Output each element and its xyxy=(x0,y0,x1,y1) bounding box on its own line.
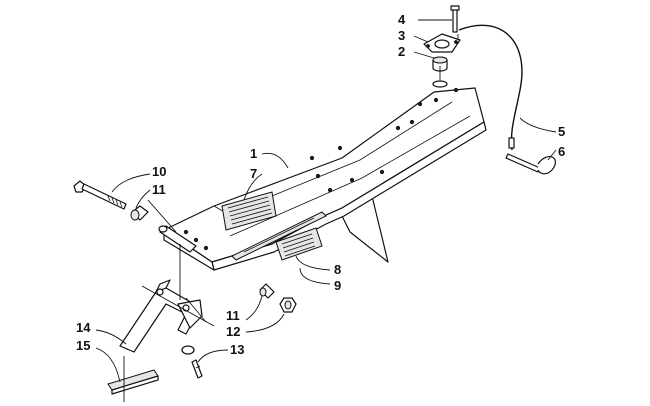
cotter-pin xyxy=(191,359,203,379)
support-bracket xyxy=(119,279,207,353)
nut xyxy=(279,297,297,313)
callout-11-top: 11 xyxy=(152,182,166,197)
callout-2: 2 xyxy=(398,44,405,59)
pin xyxy=(450,5,460,33)
callout-13: 13 xyxy=(230,342,244,357)
decal-strip xyxy=(231,211,327,261)
callout-5: 5 xyxy=(558,124,565,139)
callout-1: 1 xyxy=(250,146,257,161)
callout-12: 12 xyxy=(226,324,240,339)
callouts: 1 7 4 3 2 5 6 8 9 10 11 11 12 13 14 15 xyxy=(76,12,565,357)
base-plate xyxy=(107,369,159,395)
callout-7: 7 xyxy=(250,166,257,181)
callout-6: 6 xyxy=(558,144,565,159)
grommet xyxy=(432,56,448,72)
main-platform xyxy=(158,80,487,271)
callout-15: 15 xyxy=(76,338,90,353)
callout-3: 3 xyxy=(398,28,405,43)
retainer-plate xyxy=(423,33,461,53)
lock-pin xyxy=(505,153,557,175)
tether-cable xyxy=(458,24,523,151)
washer xyxy=(181,345,195,355)
decal-top xyxy=(221,191,277,231)
bushing-lower xyxy=(259,283,275,299)
callout-9: 9 xyxy=(334,278,341,293)
callout-4: 4 xyxy=(398,12,406,27)
callout-11-lower: 11 xyxy=(226,308,240,323)
long-bolt xyxy=(73,180,127,210)
callout-8: 8 xyxy=(334,262,341,277)
callout-10: 10 xyxy=(152,164,166,179)
leader-lines xyxy=(95,19,557,383)
decal-front xyxy=(275,227,323,261)
bushing-top xyxy=(130,205,149,221)
alignment-lines xyxy=(123,34,459,402)
callout-14: 14 xyxy=(76,320,91,335)
